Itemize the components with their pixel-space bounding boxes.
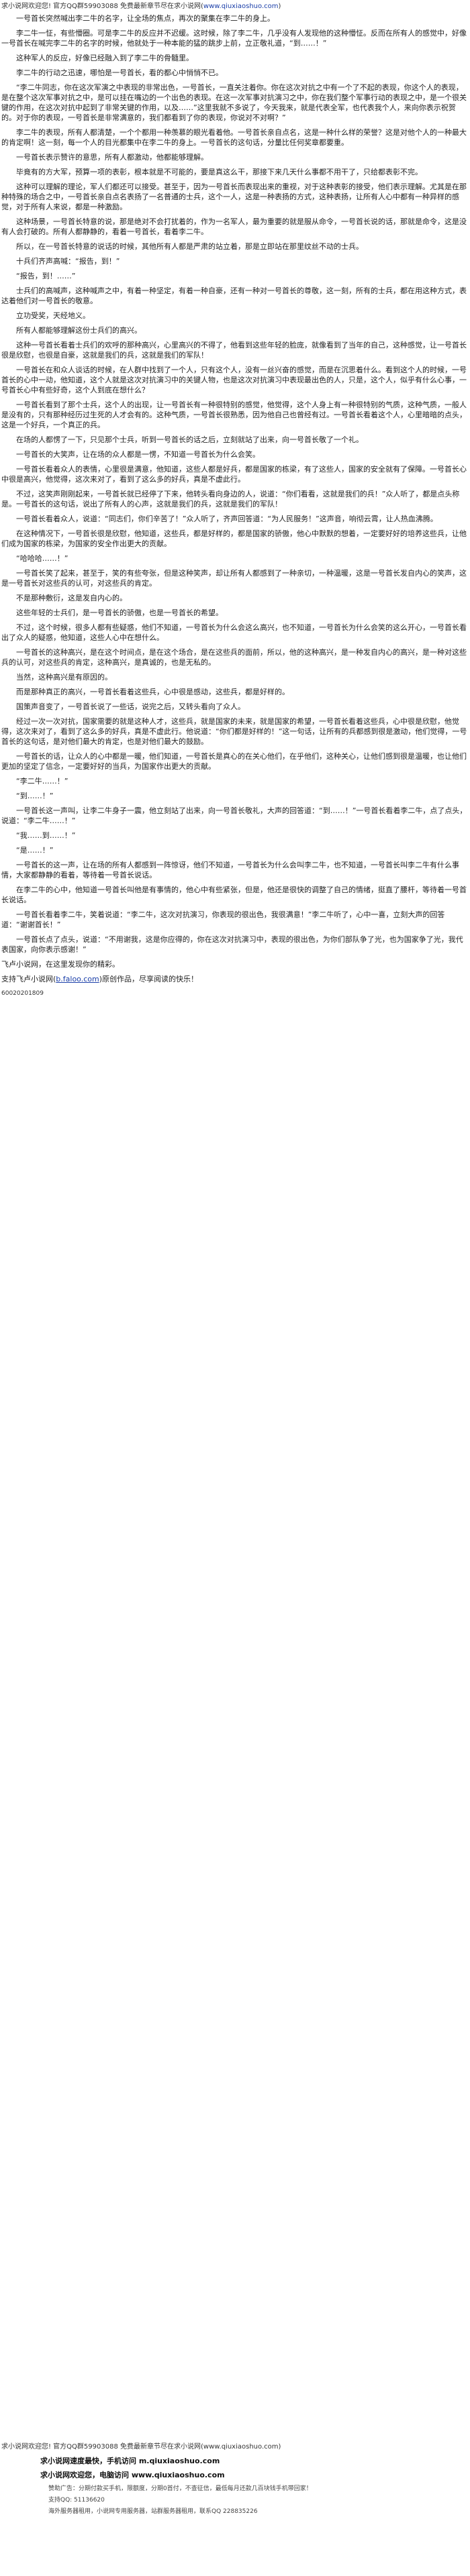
- paragraph: 李二牛一怔，有些懵圈。可是李二牛的反应并不迟缓。这时候，除了李二牛，几乎没有人发…: [1, 29, 467, 48]
- footer-ad-line: 求小说网欢迎您! 官方QQ群59903088 免费最新章节尽在求小说网(www.…: [1, 2443, 281, 2451]
- footer-disclaimer-2: 支持QQ: 51136620: [48, 2497, 105, 2504]
- site-header-text: 求小说网欢迎您! 官方QQ群59903088 免费最新章节尽在求小说网(: [1, 3, 203, 10]
- paragraph: 这些年轻的士兵们，是一号首长的骄傲，也是一号首长的希望。: [16, 608, 223, 617]
- paragraph: 经过一次一次对抗，国家需要的就是这种人才，这些兵，就是国家的未来，就是国家的希望…: [1, 717, 467, 746]
- paragraph: 在这种情况下，一号首长很是欣慰，他知道，这些兵，都是好样的，都是国家的骄傲，他心…: [1, 529, 467, 548]
- paragraph: 这种军人的反应，好像已经融入到了李二牛的骨髓里。: [16, 54, 193, 62]
- paragraph: 一号首长在和众人谈话的时候，在人群中找到了一个人，只有这个人，没有一丝兴奋的感觉…: [1, 366, 467, 394]
- site-header-end: ): [278, 3, 281, 10]
- paragraph: “李二牛同志，你在这次军演之中表现的非常出色，一号首长，一直关注着你。你在这次对…: [1, 83, 467, 122]
- chapter-link-suffix: )原创作品，尽享阅读的快乐！: [99, 975, 198, 983]
- paragraph: 十兵们齐声高喊：“报告，到！”: [16, 257, 120, 266]
- paragraph: 一号首长看着李二牛，笑着说道：“李二牛，这次对抗演习，你表现的很出色，我很满意！…: [1, 910, 445, 929]
- chapter-link[interactable]: b.faloo.com: [56, 975, 99, 983]
- paragraph: 不是那种敷衍，这是发自内心的。: [16, 594, 127, 602]
- paragraph: 一号首长的这一声，让在场的所有人都感到一阵惊讶，他们不知道，一号首长为什么会叫李…: [1, 861, 459, 879]
- paragraph: 国策声音变了，一号首长说了一些话，说完之后，又转头看向了众人。: [16, 702, 245, 711]
- page-id: 60020201809: [1, 990, 44, 997]
- paragraph: 当然，这种高兴是有原因的。: [16, 673, 112, 682]
- paragraph: 而是那种真正的高兴，一号首长看着这些兵，心中很是感动，这些兵，都是好样的。: [16, 688, 289, 696]
- paragraph: 这种可以理解的理论，军人们都还可以接受。甚至于，因为一号首长而表现出来的重视，对…: [1, 182, 467, 211]
- paragraph: 这种场景，一号首长特意的说，那是绝对不会打扰着的，作为一名军人，最为重要的就是服…: [1, 217, 467, 236]
- footer-disclaimer-1: 赞助广告：分期付款买手机，限额度，分期0首付，不查征信，最低每月还款几百块钱手机…: [48, 2485, 312, 2492]
- paragraph: 所有人都能够理解这份士兵们的高兴。: [16, 326, 142, 335]
- paragraph: “是……！”: [16, 846, 54, 855]
- paragraph: 一号首长的话，让众人的心中都是一暖，他们知道，一号首长是真心的在关心他们，在乎他…: [1, 752, 467, 771]
- site-url-link[interactable]: www.qiuxiaoshuo.com: [203, 3, 279, 10]
- paragraph: 一号首长的大笑声，让在场的众人都是一愣，不知道一号首长为什么会笑。: [16, 450, 260, 459]
- paragraph: 士兵们的高喊声，这种喊声之中，有着一种坚定，有着一种自豪，还有一种对一号首长的尊…: [1, 286, 467, 305]
- paragraph-list: 一号首长突然喊出李二牛的名字，让全场的焦点，再次的聚集在李二牛的身上。李二牛一怔…: [1, 13, 469, 955]
- site-footer: 求小说网欢迎您! 官方QQ群59903088 免费最新章节尽在求小说网(www.…: [1, 2442, 469, 2518]
- paragraph: “我……到……！”: [16, 831, 76, 840]
- paragraph: 所以，在一号首长特意的说话的时候，其他所有人都是严肃的站立着，那是立即站在那里纹…: [16, 242, 363, 251]
- paragraph: 一号首长看着众人的表情，心里很是满意，他知道，这些人都是好兵，都是国家的栋梁，有…: [1, 465, 467, 484]
- paragraph: 李二牛的表现，所有人都清楚，一个个都用一种羡慕的眼光看着他。一号首长亲自点名，这…: [1, 128, 467, 147]
- footer-disclaimer-3: 海外服务器租用，小说网专用服务器，站群服务器租用，联系QQ 228835226: [48, 2508, 258, 2515]
- paragraph: 立功受奖，天经地义。: [16, 311, 90, 320]
- paragraph: 一号首长突然喊出李二牛的名字，让全场的焦点，再次的聚集在李二牛的身上。: [16, 14, 275, 23]
- end-note: 飞卢小说网，在这里发现你的精彩。: [1, 960, 120, 969]
- paragraph: 不过，这笑声刚刚起来，一号首长就已经停了下来，他转头看向身边的人，说道：“你们看…: [1, 490, 460, 508]
- paragraph: 一号首长笑了起来，甚至于，笑的有些夸张，但是这种笑声，却让所有人都感到了一种亲切…: [1, 569, 467, 588]
- paragraph: 一号首长表示赞许的意思，所有人都激动，他都能够理解。: [16, 153, 208, 162]
- paragraph: 一号首长看着众人，说道：“同志们，你们辛苦了！”众人听了，齐声回答道：“为人民服…: [16, 515, 438, 523]
- chapter-content: 一号首长突然喊出李二牛的名字，让全场的焦点，再次的聚集在李二牛的身上。李二牛一怔…: [1, 13, 469, 999]
- paragraph: 在李二牛的心中，他知道一号首长叫他是有事情的，他心中有些紧张，但是，他还是很快的…: [1, 885, 467, 904]
- paragraph: 李二牛的行动之迅速，哪怕是一号首长，看的都心中悄悄不已。: [16, 68, 223, 77]
- chapter-link-line: 支持飞卢小说网(b.faloo.com)原创作品，尽享阅读的快乐！: [1, 974, 469, 984]
- paragraph: “报告，到！……”: [16, 272, 76, 280]
- paragraph: 一号首长看到了那个士兵，这个人的出现，让一号首长有一种很特别的感觉，他觉得，这个…: [1, 400, 467, 429]
- paragraph: “到……！”: [16, 792, 54, 800]
- footer-mobile-line[interactable]: 求小说网速度最快，手机访问 m.qiuxiaoshuo.com: [40, 2457, 220, 2465]
- paragraph: 一号首长点了点头，说道：“不用谢我，这是你应得的，你在这次对抗演习中，表现的很出…: [1, 935, 463, 954]
- paragraph: 一号首长的这种高兴，是在这个时间点，是在这个场合，是在这些兵的面前，所以，他的这…: [1, 648, 467, 667]
- paragraph: 在场的人都愣了一下，只见那个士兵，听到一号首长的话之后，立刻就站了出来，向一号首…: [16, 435, 363, 444]
- paragraph: 毕竟有的方大军，预算一项的表彰，根本就是不可能的，要是真这么干，那接下来几天什么…: [16, 168, 422, 176]
- paragraph: 不过，这个时候，很多人都有些疑惑，他们不知道，一号首长为什么会这么高兴，也不知道…: [1, 623, 467, 642]
- paragraph: “哈哈哈……！”: [16, 554, 68, 563]
- chapter-link-prefix: 支持飞卢小说网(: [1, 975, 56, 983]
- paragraph: 这种一号首长看着士兵们的欢呼的那种高兴，心里高兴的不得了，他看到这些年轻的脸庞，…: [1, 341, 467, 360]
- footer-desktop-line[interactable]: 求小说网欢迎您，电脑访问 www.qiuxiaoshuo.com: [40, 2471, 225, 2479]
- paragraph: 一号首长这一声叫，让李二牛身子一震，他立刻站了出来，向一号首长敬礼，大声的回答道…: [1, 806, 467, 825]
- paragraph: “李二牛……！”: [16, 777, 68, 786]
- site-header-line: 求小说网欢迎您! 官方QQ群59903088 免费最新章节尽在求小说网(www.…: [1, 1, 281, 11]
